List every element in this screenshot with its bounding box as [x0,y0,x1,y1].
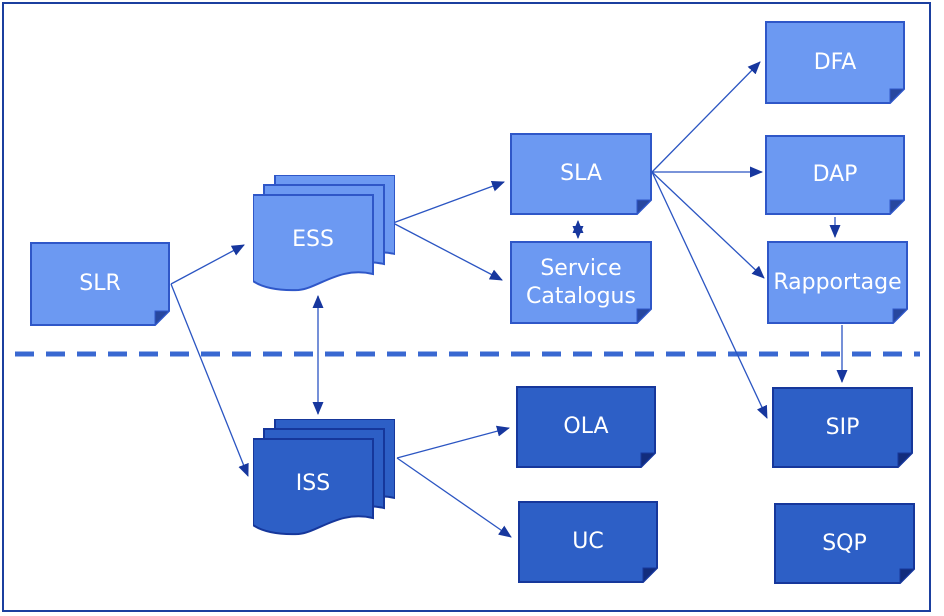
edge-sla-sip [651,171,768,419]
node-iss[interactable]: ISS [253,419,395,536]
edge-iss-uc [396,457,512,538]
node-ess[interactable]: ESS [253,175,395,292]
multi-document-shape [253,419,395,536]
node-sqp[interactable]: SQP [774,503,915,584]
edge-sla-rapportage [651,171,765,279]
document-shape [510,241,652,324]
multi-document-shape [253,175,395,292]
edge-iss-ola [396,425,510,459]
document-shape [767,241,908,324]
node-sla[interactable]: SLA [510,133,652,215]
edge-sla-dfa [651,61,761,173]
node-ola[interactable]: OLA [516,386,656,468]
document-shape [30,242,170,326]
document-shape [774,503,915,584]
node-dap[interactable]: DAP [765,135,905,215]
edge-slr-ess [170,244,245,285]
document-shape [510,133,652,215]
document-shape [518,501,658,583]
node-sip[interactable]: SIP [772,387,913,468]
document-shape [765,135,905,215]
edge-slr-iss [170,283,249,477]
node-uc[interactable]: UC [518,501,658,583]
node-slr[interactable]: SLR [30,242,170,326]
document-shape [765,21,905,104]
node-rapportage[interactable]: Rapportage [767,241,908,324]
node-service-catalogus[interactable]: Service Catalogus [510,241,652,324]
edge-ess-sla [392,180,505,224]
document-shape [516,386,656,468]
node-dfa[interactable]: DFA [765,21,905,104]
document-shape [772,387,913,468]
edge-ess-service-catalogus [392,222,503,281]
